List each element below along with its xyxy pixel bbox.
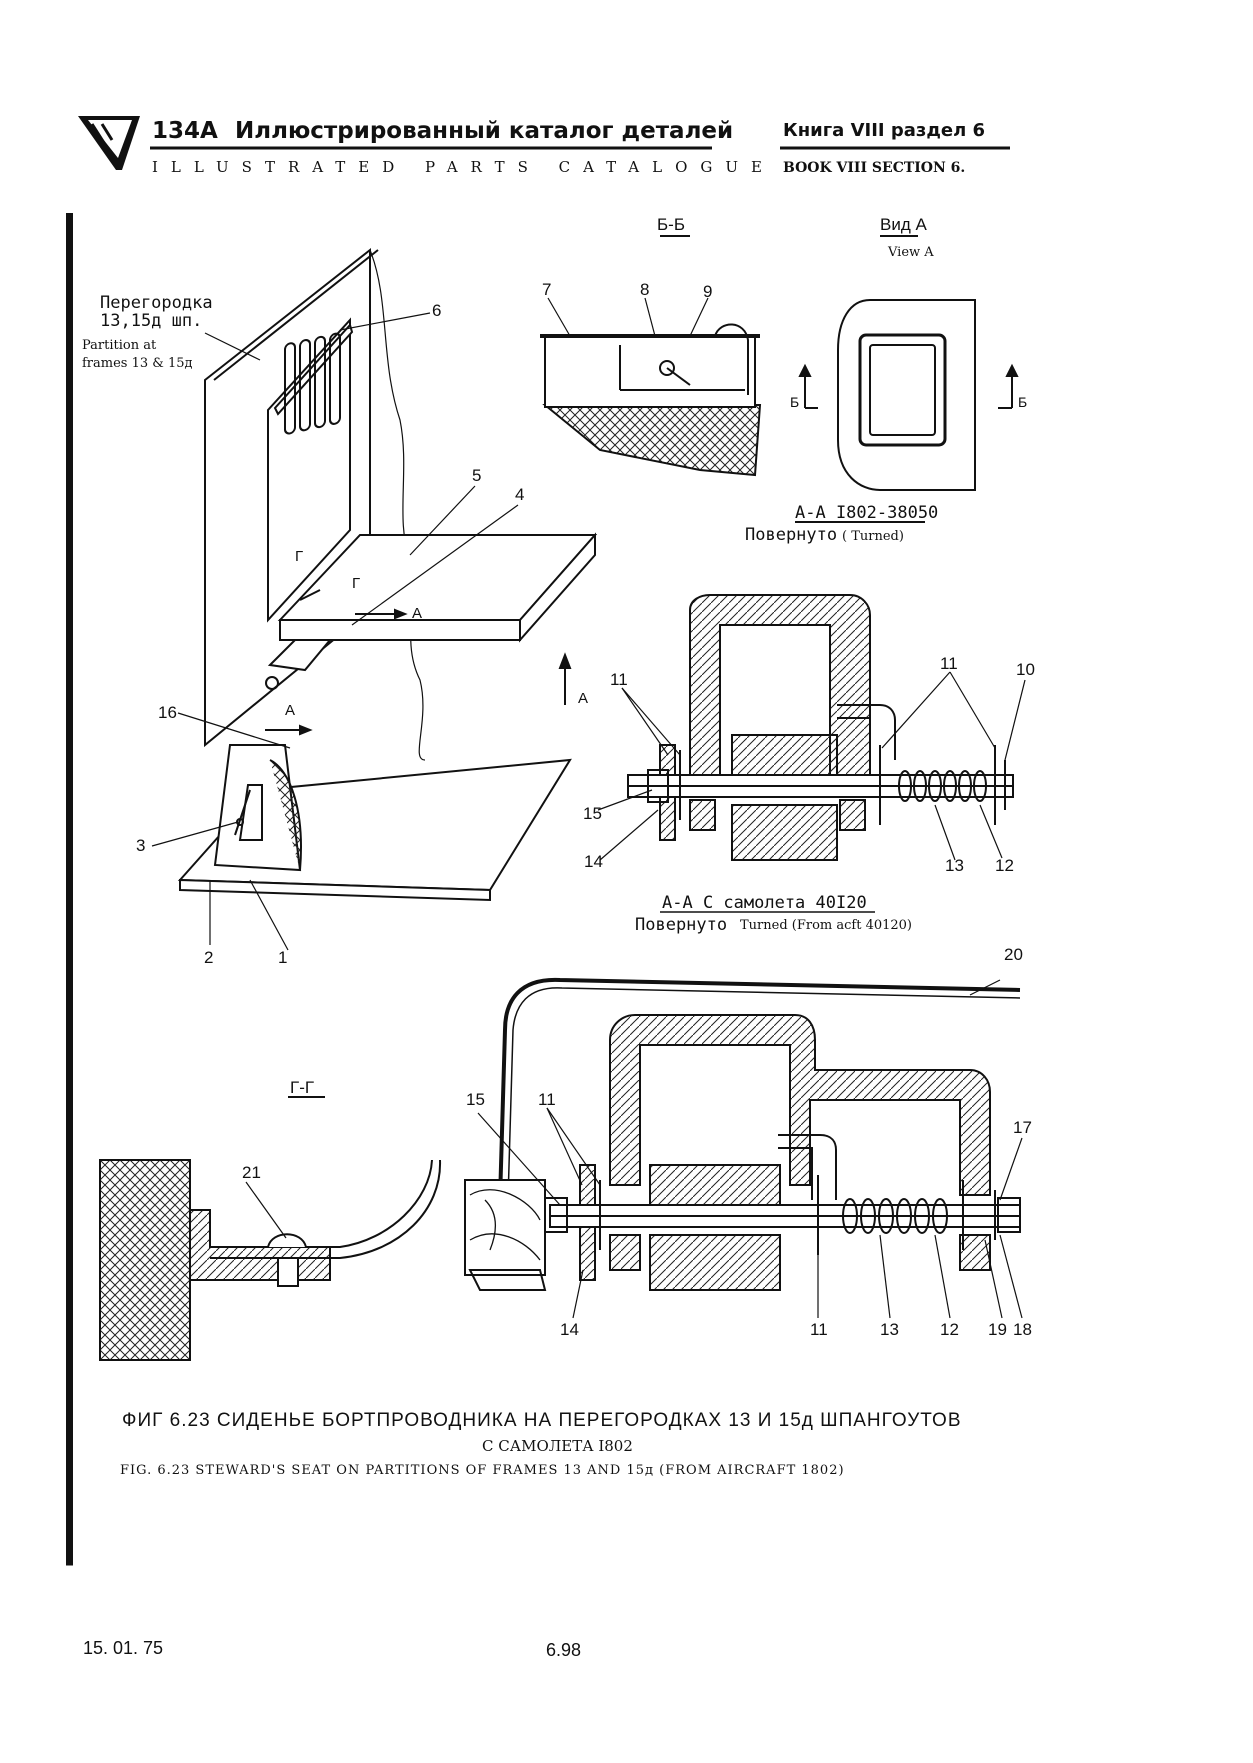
book-section-en: BOOK VIII SECTION 6.	[783, 160, 966, 176]
callout-9: 9	[703, 282, 713, 301]
arrow-g-label-1: Г	[352, 575, 361, 592]
callout-14-aa2: 14	[560, 1320, 579, 1339]
callout-5: 5	[472, 466, 482, 485]
callout-16: 16	[158, 703, 177, 722]
callout-12-aa2: 12	[940, 1320, 959, 1339]
view-a-label-en: View A	[888, 245, 934, 260]
section-b-marker-left: Б	[790, 394, 800, 410]
callout-13-aa1: 13	[945, 856, 964, 875]
aa1-leaders	[597, 671, 1026, 861]
arrow-a-label-2: А	[285, 702, 296, 719]
callout-17: 17	[1013, 1118, 1032, 1137]
callout-11-aa1-right: 11	[940, 654, 958, 673]
binding-bar	[66, 213, 73, 1565]
section-aa1-turned-ru: Повернуто	[745, 525, 838, 545]
logo-mark	[78, 116, 140, 170]
footer-date: 15. 01. 75	[83, 1638, 164, 1658]
callout-2: 2	[204, 948, 214, 967]
section-aa-1	[627, 521, 1014, 861]
callout-11-aa2-top: 11	[538, 1090, 556, 1109]
model-number: 134A	[152, 118, 218, 144]
partition-label-en-2: frames 13 & 15д	[82, 356, 193, 371]
section-bb	[540, 235, 762, 477]
section-aa2-title: А-А С самолета 40I20	[662, 893, 867, 913]
arrow-a-label-3: А	[578, 690, 589, 707]
figure-caption-ru: ФИГ 6.23 СИДЕНЬЕ БОРТПРОВОДНИКА НА ПЕРЕГ…	[122, 1410, 962, 1431]
callout-12-aa1: 12	[995, 856, 1014, 875]
callout-6: 6	[432, 301, 442, 320]
section-aa2-turned-ru: Повернуто	[635, 915, 728, 935]
bb-leaders	[547, 297, 709, 337]
partition-label-ru-1: Перегородка	[100, 293, 213, 313]
callout-13-aa2: 13	[880, 1320, 899, 1339]
callout-15-aa1: 15	[583, 804, 602, 823]
callout-3: 3	[136, 836, 146, 855]
section-gg	[99, 1096, 442, 1361]
section-aa-2	[464, 977, 1021, 1291]
footer-page-number: 6.98	[546, 1640, 582, 1660]
aa2-leaders	[477, 979, 1023, 1319]
catalog-title-ru: Иллюстрированный каталог деталей	[235, 118, 734, 144]
gg-leader	[245, 1181, 287, 1239]
section-aa1-turned-en: ( Turned)	[842, 529, 904, 544]
callout-15-aa2: 15	[466, 1090, 485, 1109]
section-bb-label: Б-Б	[657, 215, 685, 234]
callout-1: 1	[278, 948, 288, 967]
catalog-title-en: ILLUSTRATED PARTS CATALOGUE	[152, 158, 775, 176]
callout-14-aa1: 14	[584, 852, 603, 871]
partition-label-en-1: Partition at	[82, 338, 157, 353]
callout-11-aa1-left: 11	[610, 670, 628, 689]
section-aa2-turned-en: Turned (From acft 40120)	[740, 918, 912, 933]
callout-8: 8	[640, 280, 650, 299]
figure-caption-ru-line2: С САМОЛЕТА I802	[482, 1437, 633, 1455]
callout-19: 19	[988, 1320, 1007, 1339]
arrow-a-label-1: А	[412, 605, 423, 622]
book-section-ru: Книга VIII раздел 6	[783, 120, 986, 141]
callout-4: 4	[515, 485, 525, 504]
figure-caption-en: FIG. 6.23 STEWARD'S SEAT ON PARTITIONS O…	[120, 1463, 845, 1478]
callout-20: 20	[1004, 945, 1023, 964]
partition-label-ru-2: 13,15д шп.	[100, 311, 203, 331]
callout-10: 10	[1016, 660, 1035, 679]
callout-21: 21	[242, 1163, 261, 1182]
section-gg-label: Г-Г	[290, 1078, 315, 1097]
main-leaders	[151, 312, 519, 951]
callout-18: 18	[1013, 1320, 1032, 1339]
callout-7: 7	[542, 280, 552, 299]
section-aa1-title: А-А I802-38050	[795, 503, 939, 523]
main-isometric-view	[177, 247, 598, 902]
arrow-g-label-2: Г	[295, 548, 304, 565]
callout-11-aa2-bottom: 11	[810, 1320, 828, 1339]
view-a-label-ru: Вид А	[880, 215, 927, 234]
section-b-marker-right: Б	[1018, 394, 1028, 410]
view-a	[798, 235, 1019, 491]
